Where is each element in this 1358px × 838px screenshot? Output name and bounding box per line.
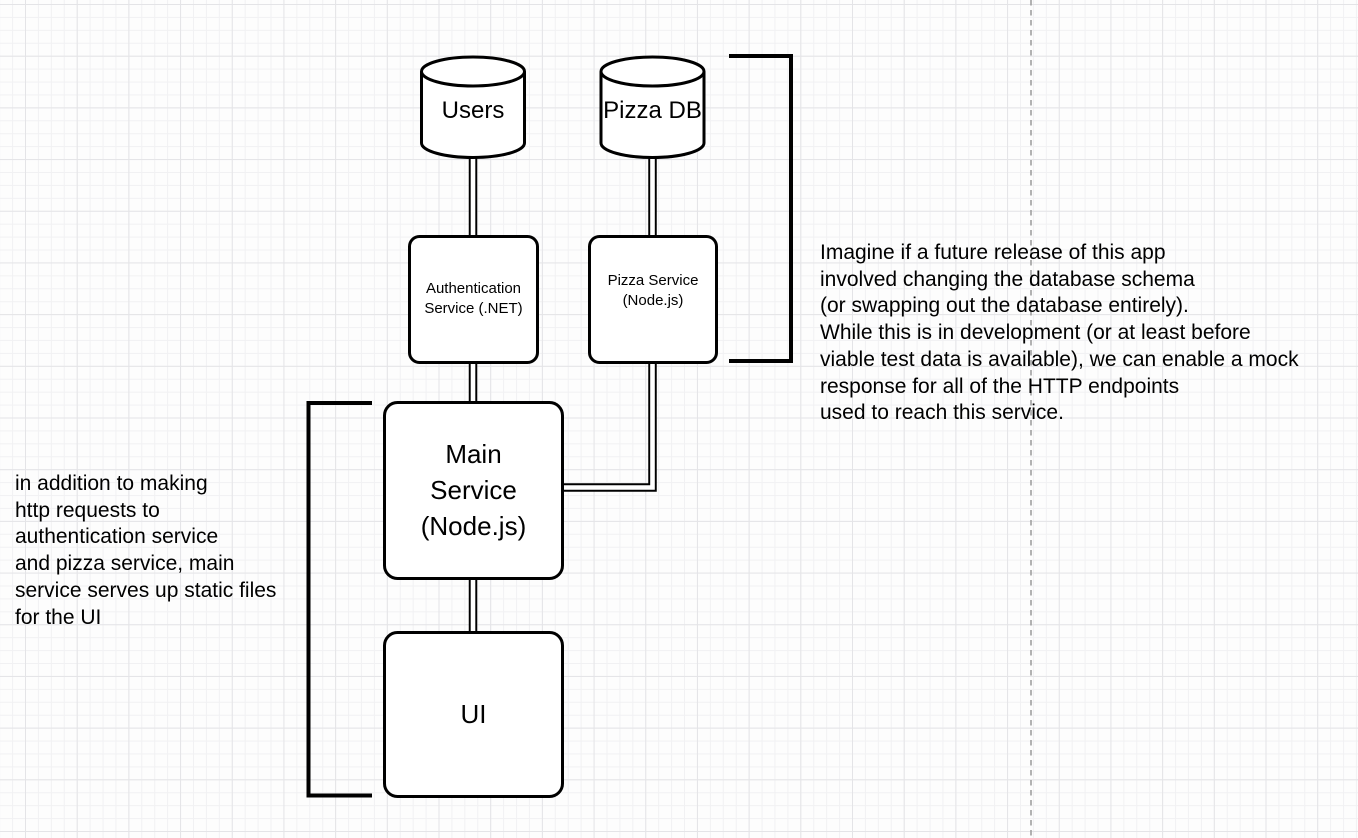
right-bracket (729, 54, 793, 363)
main-service-label: Main Service (Node.js) (420, 439, 527, 541)
ui-label: UI (460, 698, 487, 729)
pizza-db-label: Pizza DB (603, 96, 702, 124)
pizza-service-box (588, 235, 718, 364)
left-note: in addition to making http requests to a… (15, 472, 277, 629)
ui-box (383, 631, 564, 798)
left-bracket (306, 401, 372, 798)
connector-pizzaservice-main (560, 358, 657, 492)
pizza-db-cylinder (599, 55, 706, 159)
main-service-box (383, 401, 564, 580)
auth-service-box (408, 235, 539, 364)
right-note: Imagine if a future release of this app … (820, 241, 1299, 425)
users-db-cylinder (420, 55, 526, 159)
pizza-service-label: Pizza Service (Node.js) (607, 272, 699, 309)
users-db-label: Users (441, 96, 505, 124)
auth-service-label: Authentication Service (.NET) (424, 280, 523, 317)
